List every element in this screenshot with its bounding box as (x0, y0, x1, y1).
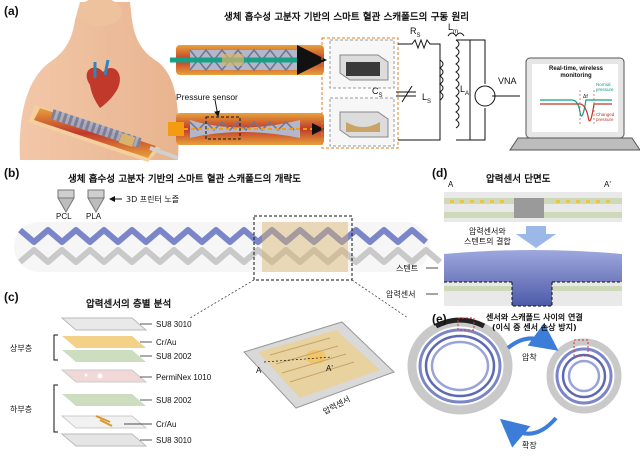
vessel-with-stent-illustration (28, 105, 179, 162)
circuit-ls-label: LS (422, 92, 432, 105)
laptop-monitor-illustration (509, 57, 640, 151)
nozzle-pla-label: PLA (86, 212, 102, 221)
stent-label: 스텐트 (396, 264, 419, 273)
cross-section-bonded (444, 250, 622, 307)
circuit-lm-label: Lm (448, 22, 459, 35)
expand-label: 확장 (522, 441, 537, 450)
circuit-cs-label: CS (372, 86, 383, 99)
section-a-mark: A (256, 366, 262, 375)
cross-a-mark: A (448, 180, 454, 189)
circuit-rs-label: RS (410, 26, 421, 39)
vessel-strip-bottom (168, 113, 324, 145)
pressure-sensor-ko-label: 압력센서 (386, 290, 416, 299)
panel-label-e: (e) (432, 312, 447, 326)
sensor-box-compressed (329, 97, 395, 147)
layer-leader-lines (124, 323, 152, 441)
printer-nozzle-pla (87, 189, 105, 214)
panel-label-d: (d) (432, 166, 448, 180)
panel-b-title: 생체 흡수성 고분자 기반의 스마트 혈관 스캐폴드의 개략도 (68, 174, 301, 185)
scaffold-compressed-ring (546, 338, 622, 414)
sensor-3d-view (243, 321, 395, 409)
compress-label: 압착 (522, 353, 537, 362)
lc-circuit-diagram (396, 32, 520, 141)
delta-f-label: Δf (583, 94, 588, 100)
layer-label-4: PermiNex 1010 (156, 373, 212, 382)
sensor-box-normal (329, 39, 395, 89)
scaffold-expanded-ring (407, 317, 513, 415)
down-arrow-icon (516, 226, 556, 248)
layer-stack-exploded (60, 317, 148, 447)
circuit-vna-label: VNA (498, 76, 517, 86)
printer-nozzle-pcl (57, 189, 75, 214)
panel-e-title: 센서와 스캐폴드 사이의 연결(이식 중 센서 손상 방지) (486, 313, 583, 332)
panel-label-c: (c) (4, 290, 19, 304)
layer-label-2: Cr/Au (156, 338, 177, 347)
panel-d-title: 압력센서 단면도 (486, 174, 551, 185)
upper-group-label: 상부층 (10, 344, 33, 353)
vessel-strip-top (170, 45, 327, 75)
section-a-prime-mark: A' (326, 364, 333, 373)
expand-arrow-icon (499, 416, 558, 448)
cross-section-sensor (444, 192, 622, 222)
stent-scaffold-schematic (14, 215, 442, 281)
cross-a-prime-mark: A' (604, 180, 611, 189)
layer-label-1: SU8 3010 (156, 320, 192, 329)
nozzle-pcl-label: PCL (56, 212, 72, 221)
circuit-la-label: LA (460, 84, 470, 97)
compress-arrow-icon (506, 322, 559, 351)
panel-label-b: (b) (4, 166, 20, 180)
printer-nozzle-label: 3D 프린터 노즐 (126, 195, 180, 204)
layer-label-6: Cr/Au (156, 420, 177, 429)
lower-group-label: 하부층 (10, 405, 33, 414)
panel-c-title: 압력센서의 층별 분석 (86, 299, 172, 310)
layer-label-7: SU8 3010 (156, 436, 192, 445)
panel-label-a: (a) (4, 4, 19, 18)
panel-a-title: 생체 흡수성 고분자 기반의 스마트 혈관 스캐폴드의 구동 원리 (224, 12, 469, 23)
pressure-sensor-label: Pressure sensor (176, 92, 238, 102)
layer-label-5: SU8 2002 (156, 396, 192, 405)
layer-label-3: SU8 2002 (156, 352, 192, 361)
